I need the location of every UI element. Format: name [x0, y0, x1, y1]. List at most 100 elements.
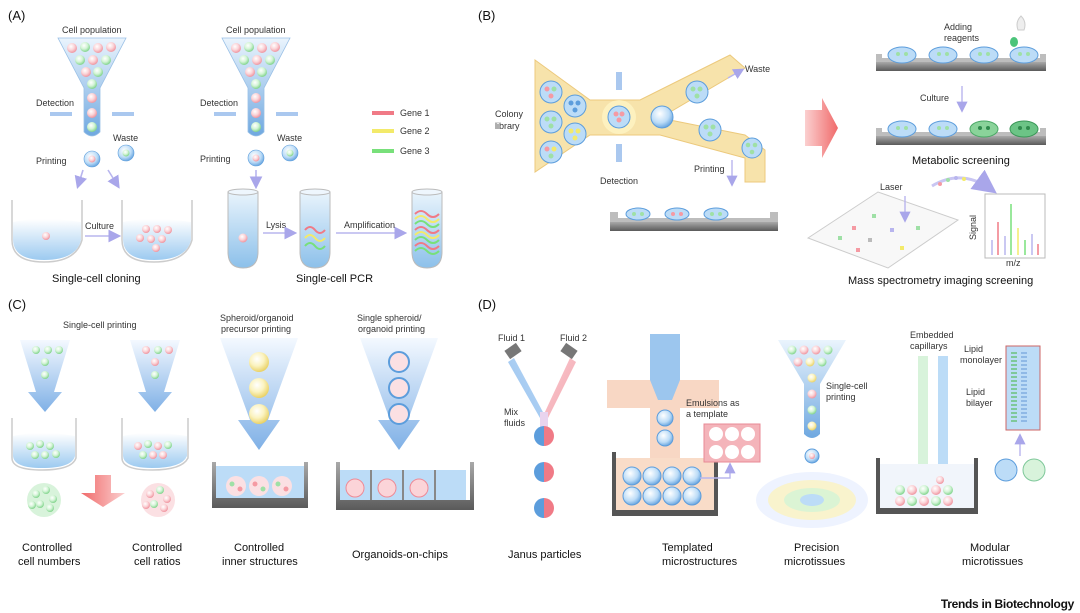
gene-legend: Gene 1 Gene 2 Gene 3	[372, 108, 430, 156]
label-single-spheroid-2: organoid printing	[358, 324, 425, 334]
microfluidic-channel	[534, 54, 766, 183]
panel-label-c: (C)	[8, 297, 26, 312]
lipid-membrane	[1005, 345, 1041, 431]
pcr-tube-1	[227, 188, 259, 269]
pcr-tube-2	[299, 188, 331, 269]
label-cell-population-2: Cell population	[226, 25, 286, 35]
label-cell-population-1: Cell population	[62, 25, 122, 35]
chip-c-4	[336, 462, 474, 510]
label-emulsions-1: Emulsions as	[686, 398, 740, 408]
caption-msi-screening: Mass spectrometry imaging screening	[848, 275, 1033, 287]
axis-label-mz: m/z	[1006, 258, 1021, 268]
funnel-2	[214, 37, 298, 137]
ms-spectrum	[984, 193, 1046, 259]
label-detection-b: Detection	[600, 176, 638, 186]
caption-templated-2: microstructures	[662, 556, 738, 568]
label-lipid-monolayer-2: monolayer	[960, 355, 1002, 365]
label-culture: Culture	[85, 221, 114, 231]
caption-templated-1: Templated	[662, 542, 713, 554]
panel-label-b: (B)	[478, 8, 495, 23]
label-fluid1: Fluid 1	[498, 333, 525, 343]
label-single-cell-printing-d-1: Single-cell	[826, 381, 868, 391]
caption-organoids-on-chips: Organoids-on-chips	[352, 549, 448, 561]
label-single-spheroid-1: Single spheroid/	[357, 313, 422, 323]
journal-logo: Trends in Biotechnology	[941, 597, 1075, 611]
metabolic-plate-2	[876, 120, 1046, 145]
red-arrow-c	[81, 475, 125, 507]
label-lipid-bilayer-1: Lipid	[966, 387, 985, 397]
culture-well-1	[11, 200, 83, 263]
label-embedded-capillarys-1: Embedded	[910, 330, 954, 340]
caption-metabolic-screening: Metabolic screening	[912, 155, 1010, 167]
caption-single-cell-cloning: Single-cell cloning	[52, 273, 141, 285]
janus-particles	[534, 426, 554, 518]
label-waste-b: Waste	[745, 64, 770, 74]
label-printing-1: Printing	[36, 156, 67, 166]
label-adding-reagents-2: reagents	[944, 33, 980, 43]
modular-chamber	[876, 356, 978, 514]
funnel-1	[50, 37, 134, 137]
label-printing-2: Printing	[200, 154, 231, 164]
culture-well-2	[121, 200, 193, 263]
colony-droplet	[650, 105, 674, 129]
metabolic-plate-1	[876, 46, 1046, 71]
pcr-tube-3	[411, 188, 443, 269]
axis-label-signal: Signal	[968, 215, 978, 240]
caption-janus-particles: Janus particles	[508, 549, 582, 561]
reagent-drop-icon	[1010, 37, 1018, 47]
funnel-c-2	[130, 340, 180, 412]
label-culture-b: Culture	[920, 93, 949, 103]
colony-clusters	[539, 80, 587, 164]
legend-label-gene2: Gene 2	[400, 126, 430, 136]
caption-precision-2: microtissues	[784, 556, 846, 568]
panel-label-a: (A)	[8, 8, 25, 23]
caption-controlled-ratios-2: cell ratios	[134, 556, 181, 568]
label-detection-1: Detection	[36, 98, 74, 108]
funnel-c-3	[220, 338, 298, 450]
funnel-c-4	[360, 338, 438, 450]
caption-modular-1: Modular	[970, 542, 1010, 554]
label-single-cell-printing-d-2: printing	[826, 392, 856, 402]
label-adding-reagents-1: Adding	[944, 22, 972, 32]
caption-precision-1: Precision	[794, 542, 839, 554]
spheroid-c-2	[141, 483, 175, 517]
caption-modular-2: microtissues	[962, 556, 1024, 568]
funnel-d	[778, 340, 846, 438]
panel-label-d: (D)	[478, 297, 496, 312]
label-embedded-capillarys-2: capillarys	[910, 341, 948, 351]
funnel-c-1	[20, 340, 70, 412]
label-spheroid-precursor-1: Spheroid/organoid	[220, 313, 294, 323]
label-lipid-bilayer-2: bilayer	[966, 398, 993, 408]
label-colony-library-2: library	[495, 121, 520, 131]
fluid2-inlet	[560, 342, 578, 360]
label-fluid2: Fluid 2	[560, 333, 587, 343]
label-lipid-monolayer-1: Lipid	[964, 344, 983, 354]
panel-c: Single-cell printing	[11, 313, 474, 568]
label-mix-fluids-2: fluids	[504, 418, 526, 428]
panel-d: Fluid 1 Fluid 2 Mix fluids Janus particl…	[498, 330, 1046, 568]
caption-controlled-numbers-2: cell numbers	[18, 556, 81, 568]
label-colony-library-1: Colony	[495, 109, 524, 119]
panel-b: Colony library Waste Detection Printing	[495, 15, 1046, 287]
caption-controlled-inner-2: inner structures	[222, 556, 298, 568]
well-c-2	[121, 418, 189, 471]
panel-a: Cell population Detection Waste Printing…	[11, 25, 443, 285]
label-mix-fluids-1: Mix	[504, 407, 518, 417]
label-detection-2: Detection	[200, 98, 238, 108]
template-matrix	[703, 423, 761, 463]
label-waste-2: Waste	[277, 133, 302, 143]
caption-controlled-inner-1: Controlled	[234, 542, 284, 554]
chip-c-3	[212, 462, 308, 508]
well-c-1	[11, 418, 77, 471]
label-emulsions-2: a template	[686, 409, 728, 419]
label-waste-1: Waste	[113, 133, 138, 143]
fluid1-inlet	[504, 342, 522, 360]
templated-device	[607, 334, 719, 516]
label-single-cell-printing-c: Single-cell printing	[63, 320, 137, 330]
printed-plate	[610, 207, 778, 231]
label-printing-b: Printing	[694, 164, 725, 174]
label-amplification: Amplification	[344, 220, 395, 230]
precision-microtissue	[756, 472, 868, 528]
